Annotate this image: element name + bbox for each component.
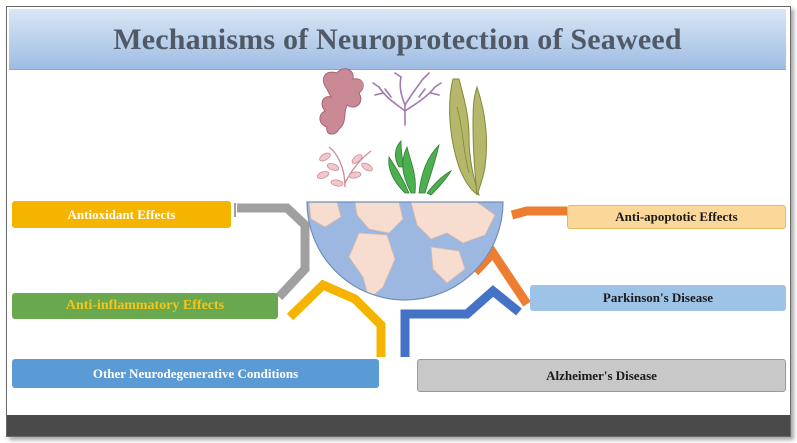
- olive-kelp-icon: [449, 78, 488, 196]
- label-parkinsons: Parkinson's Disease: [530, 285, 786, 311]
- pink-seaweed-icon: [316, 146, 373, 188]
- green-seaweed-icon: [388, 140, 453, 196]
- label-other-neurodegenerative: Other Neurodegenerative Conditions: [12, 359, 379, 388]
- connector-antioxidant: [237, 203, 310, 301]
- label-anti-inflammatory: Anti-inflammatory Effects: [12, 293, 278, 319]
- diagram-title: Mechanisms of Neuroprotection of Seaweed: [113, 23, 682, 56]
- connector-parkinsons: [471, 245, 531, 307]
- diagram-artwork: [234, 68, 567, 357]
- diagram-frame: Mechanisms of Neuroprotection of Seaweed: [6, 6, 791, 437]
- red-seaweed-icon: [319, 68, 364, 135]
- title-banner: Mechanisms of Neuroprotection of Seaweed: [9, 9, 786, 70]
- purple-branching-seaweed-icon: [372, 72, 442, 126]
- connector-alzheimers: [400, 285, 522, 357]
- globe-icon: [306, 201, 504, 301]
- label-antioxidant: Antioxidant Effects: [12, 201, 231, 228]
- connector-anti-apoptotic: [510, 206, 567, 220]
- label-alzheimers: Alzheimer's Disease: [417, 359, 786, 392]
- label-anti-apoptotic: Anti-apoptotic Effects: [567, 205, 786, 229]
- bottom-bar: [7, 415, 790, 436]
- connector-anti-inflammatory: [286, 279, 386, 357]
